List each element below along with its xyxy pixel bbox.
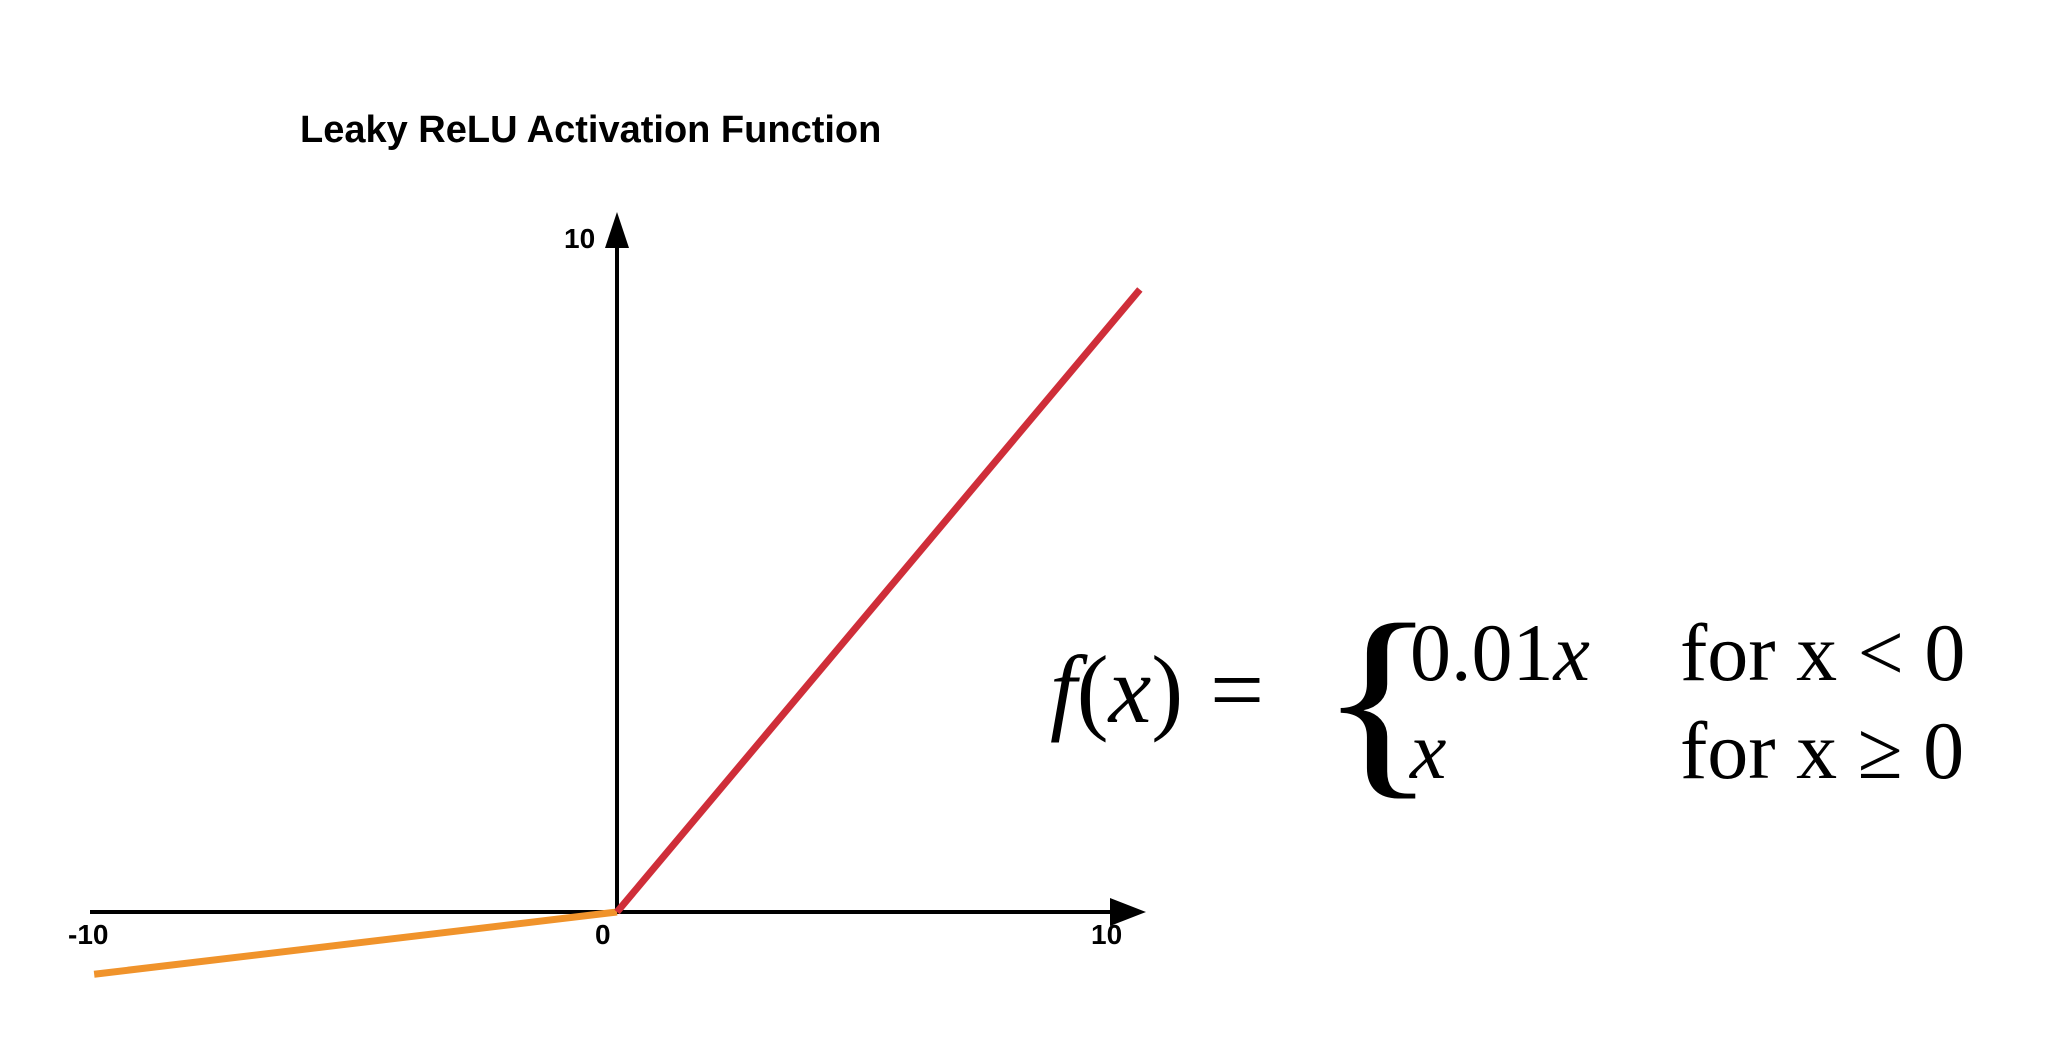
case1-condition: for x < 0 xyxy=(1680,607,1965,698)
formula-brace: { xyxy=(1318,581,1438,816)
svg-text:0.01x: 0.01x xyxy=(1410,607,1590,698)
formula-close-paren: ) xyxy=(1151,636,1183,743)
axes xyxy=(90,212,1146,926)
series-line-negative xyxy=(93,908,618,978)
chart-title: Leaky ReLU Activation Function xyxy=(300,109,881,151)
formula-var: x xyxy=(1107,636,1152,743)
case2-var: x xyxy=(1409,705,1446,796)
case2-condition: for x ≥ 0 xyxy=(1680,705,1964,796)
series-line-positive xyxy=(614,287,1143,915)
tick-labels: -10 0 10 10 xyxy=(68,223,1122,950)
formula-open-paren: ( xyxy=(1077,636,1109,743)
x-tick-label: 0 xyxy=(595,919,611,950)
formula: f(x) = { 0.01x for x < 0 x for x ≥ 0 xyxy=(1050,581,1965,816)
case1-coefficient: 0.01 xyxy=(1410,607,1554,698)
case1-var: x xyxy=(1553,607,1590,698)
formula-equals: = xyxy=(1210,636,1264,743)
series-lines xyxy=(93,287,1143,978)
x-axis-arrowhead xyxy=(1110,898,1146,926)
y-axis-arrowhead xyxy=(605,212,629,248)
x-tick-label: 10 xyxy=(1091,919,1122,950)
svg-text:f(x): f(x) xyxy=(1050,636,1183,743)
x-tick-label: -10 xyxy=(68,919,108,950)
y-tick-label: 10 xyxy=(564,223,595,254)
